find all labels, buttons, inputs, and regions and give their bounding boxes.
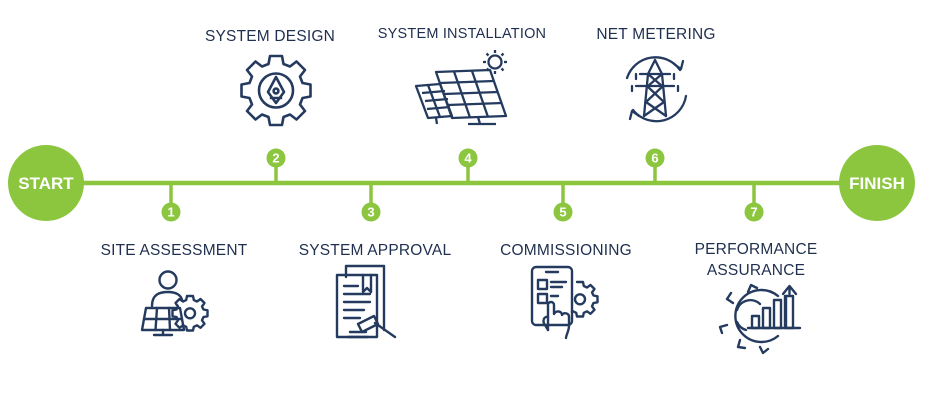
step-number-7: 7 bbox=[744, 202, 764, 222]
step-label-6: NET METERING bbox=[596, 26, 716, 43]
step-label-7-line1: PERFORMANCE bbox=[694, 241, 818, 258]
step-label-7: PERFORMANCE ASSURANCE bbox=[686, 239, 826, 281]
step-number-6: 6 bbox=[645, 148, 665, 168]
document-gavel-icon bbox=[335, 264, 397, 339]
step-label-2: SYSTEM DESIGN bbox=[204, 28, 336, 45]
start-text: START bbox=[18, 174, 74, 193]
gear-pen-icon bbox=[240, 54, 312, 127]
step-number-3: 3 bbox=[361, 202, 381, 222]
step-label-7-line2: ASSURANCE bbox=[706, 262, 806, 279]
svg-text:3: 3 bbox=[367, 205, 374, 220]
step-label-3: SYSTEM APPROVAL bbox=[298, 242, 452, 259]
svg-text:2: 2 bbox=[272, 151, 279, 166]
finish-marker: FINISH bbox=[839, 145, 915, 221]
power-tower-cycle-icon bbox=[625, 56, 688, 123]
gear-growth-chart-icon bbox=[718, 283, 802, 355]
svg-text:4: 4 bbox=[464, 151, 472, 166]
step-number-5: 5 bbox=[553, 202, 573, 222]
svg-text:5: 5 bbox=[559, 205, 566, 220]
tablet-touch-gear-icon bbox=[530, 265, 599, 340]
svg-text:7: 7 bbox=[750, 205, 757, 220]
svg-text:1: 1 bbox=[167, 205, 174, 220]
step-label-1: SITE ASSESSMENT bbox=[100, 242, 248, 259]
engineer-solar-gear-icon bbox=[140, 270, 209, 337]
step-label-4: SYSTEM INSTALLATION bbox=[377, 26, 547, 42]
step-label-5: COMMISSIONING bbox=[500, 242, 632, 259]
start-marker: START bbox=[8, 145, 84, 221]
step-number-2: 2 bbox=[266, 148, 286, 168]
step-number-4: 4 bbox=[458, 148, 478, 168]
solar-panel-sun-icon bbox=[414, 50, 508, 126]
finish-text: FINISH bbox=[849, 174, 905, 193]
step-number-1: 1 bbox=[161, 202, 181, 222]
svg-text:6: 6 bbox=[651, 151, 658, 166]
